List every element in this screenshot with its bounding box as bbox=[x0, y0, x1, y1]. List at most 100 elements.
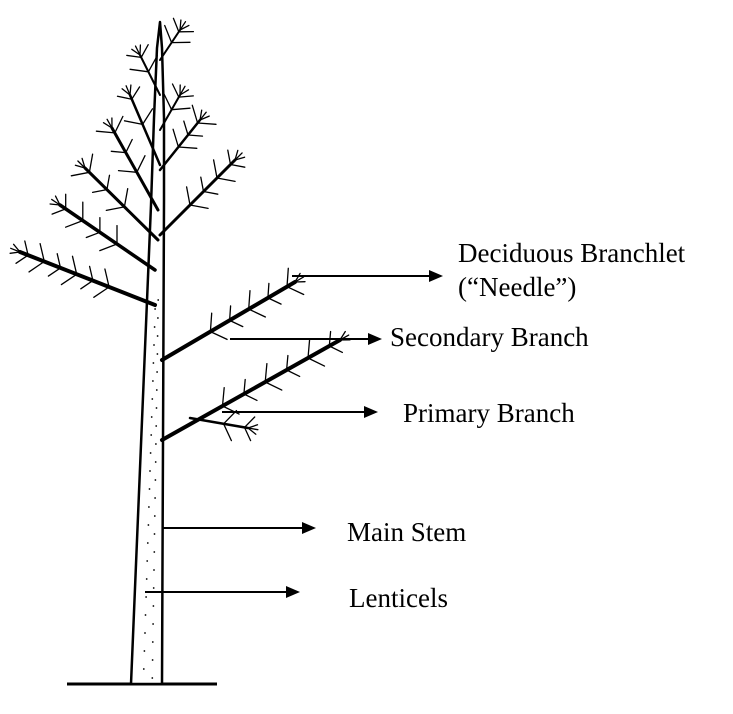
branchlet-twig bbox=[94, 287, 109, 297]
branchlet-twig bbox=[29, 262, 44, 272]
branchlet-twig bbox=[107, 175, 110, 189]
branch bbox=[160, 120, 200, 170]
branchlet-twig bbox=[188, 135, 203, 136]
branchlet-twig bbox=[201, 177, 204, 191]
lenticel-dot bbox=[157, 317, 159, 319]
branch bbox=[162, 282, 295, 360]
arrow-lenticels-head bbox=[286, 586, 300, 598]
branch bbox=[60, 205, 155, 270]
lenticel-dot bbox=[153, 587, 155, 589]
branchlet-twig bbox=[61, 274, 76, 284]
lenticel-dot bbox=[154, 326, 156, 328]
branchlet-twig bbox=[48, 268, 60, 276]
lenticel-dot bbox=[154, 308, 156, 310]
lenticel-dot bbox=[155, 461, 157, 463]
branchlet-twig bbox=[178, 147, 196, 148]
branchlet-twig bbox=[287, 370, 300, 376]
label-secondary-branch: Secondary Branch bbox=[390, 320, 589, 354]
branchlet-tip bbox=[130, 85, 131, 95]
branchlet-twig bbox=[126, 140, 132, 153]
branchlet-twig bbox=[204, 192, 218, 195]
branchlet-twig bbox=[86, 232, 100, 237]
lenticel-dot bbox=[149, 470, 151, 472]
lenticel-dot bbox=[153, 551, 155, 553]
branchlet-tip bbox=[248, 425, 258, 428]
branchlet-twig bbox=[184, 121, 188, 135]
branchlet-twig bbox=[119, 171, 137, 173]
branchlet-twig bbox=[141, 45, 148, 58]
lenticel-dot bbox=[155, 443, 157, 445]
arrow-deciduous-branchlet-head bbox=[429, 270, 443, 282]
branchlet-twig bbox=[179, 96, 194, 97]
lenticel-dot bbox=[157, 353, 159, 355]
lenticel-dot bbox=[146, 578, 148, 580]
arrow-main-stem-head bbox=[302, 522, 316, 534]
lenticel-dot bbox=[154, 515, 156, 517]
branchlet-twig bbox=[143, 109, 153, 125]
lenticel-dot bbox=[152, 641, 154, 643]
branchlet-twig bbox=[228, 150, 231, 164]
branchlet-twig bbox=[71, 172, 89, 176]
branchlet-twig bbox=[132, 87, 140, 99]
lenticel-dot bbox=[148, 506, 150, 508]
branchlet-twig bbox=[124, 189, 127, 207]
lenticel-dot bbox=[153, 344, 155, 346]
lenticel-dot bbox=[148, 524, 150, 526]
lenticel-dot bbox=[149, 488, 151, 490]
lenticel-dot bbox=[156, 389, 158, 391]
branchlet-twig bbox=[265, 382, 282, 390]
lenticel-dot bbox=[150, 434, 152, 436]
label-lenticels: Lenticels bbox=[349, 581, 448, 615]
lenticel-dot bbox=[157, 299, 159, 301]
lenticel-dot bbox=[151, 677, 153, 679]
lenticel-dot bbox=[147, 542, 149, 544]
branchlet-twig bbox=[231, 165, 245, 168]
main-stem-trunk bbox=[131, 22, 164, 684]
branchlet-twig bbox=[190, 205, 208, 208]
lenticel-dot bbox=[144, 650, 146, 652]
branchlet-twig bbox=[89, 154, 92, 172]
branchlet-twig bbox=[210, 332, 227, 340]
branchlet-twig bbox=[115, 116, 123, 132]
lenticel-dot bbox=[153, 569, 155, 571]
branchlet-twig bbox=[52, 209, 66, 214]
lenticel-dot bbox=[146, 560, 148, 562]
branchlet-twig bbox=[268, 298, 281, 304]
lenticel-dot bbox=[157, 335, 159, 337]
lenticel-dot bbox=[156, 407, 158, 409]
branchlet-twig bbox=[81, 281, 93, 289]
lenticel-dot bbox=[152, 380, 154, 382]
lenticel-dot bbox=[145, 596, 147, 598]
branchlet-twig bbox=[244, 394, 257, 400]
branchlet-twig bbox=[16, 255, 28, 263]
branchlet-twig bbox=[106, 207, 124, 211]
branchlet-twig bbox=[173, 18, 178, 32]
branchlet-twig bbox=[287, 287, 304, 295]
branchlet-twig bbox=[165, 26, 172, 43]
lenticel-dot bbox=[153, 605, 155, 607]
lenticel-dot bbox=[143, 668, 145, 670]
branchlet-twig bbox=[173, 129, 178, 147]
lenticel-dot bbox=[154, 533, 156, 535]
branchlet-twig bbox=[66, 221, 83, 228]
branch bbox=[162, 340, 340, 440]
label-deciduous-branchlet-line2: (“Needle”) bbox=[458, 270, 685, 304]
branchlet-twig bbox=[187, 187, 190, 205]
arrow-primary-branch-head bbox=[364, 406, 378, 418]
trunk-outline bbox=[131, 22, 164, 684]
lenticel-dot bbox=[155, 479, 157, 481]
branchlet-twig bbox=[96, 131, 114, 133]
branchlet-twig bbox=[308, 358, 325, 366]
lenticel-dot bbox=[152, 659, 154, 661]
arrow-secondary-branch-head bbox=[368, 333, 382, 345]
lenticel-dot bbox=[152, 623, 154, 625]
label-deciduous-branchlet: Deciduous Branchlet (“Needle”) bbox=[458, 236, 685, 304]
branchlet-twig bbox=[224, 424, 232, 441]
branchlet-twig bbox=[100, 244, 117, 251]
branchlet-twig bbox=[93, 190, 107, 193]
branchlet-twig bbox=[127, 55, 141, 57]
lenticel-dot bbox=[145, 614, 147, 616]
label-primary-branch: Primary Branch bbox=[403, 396, 575, 430]
lenticel-dot bbox=[155, 425, 157, 427]
branchlet-twig bbox=[130, 69, 148, 72]
